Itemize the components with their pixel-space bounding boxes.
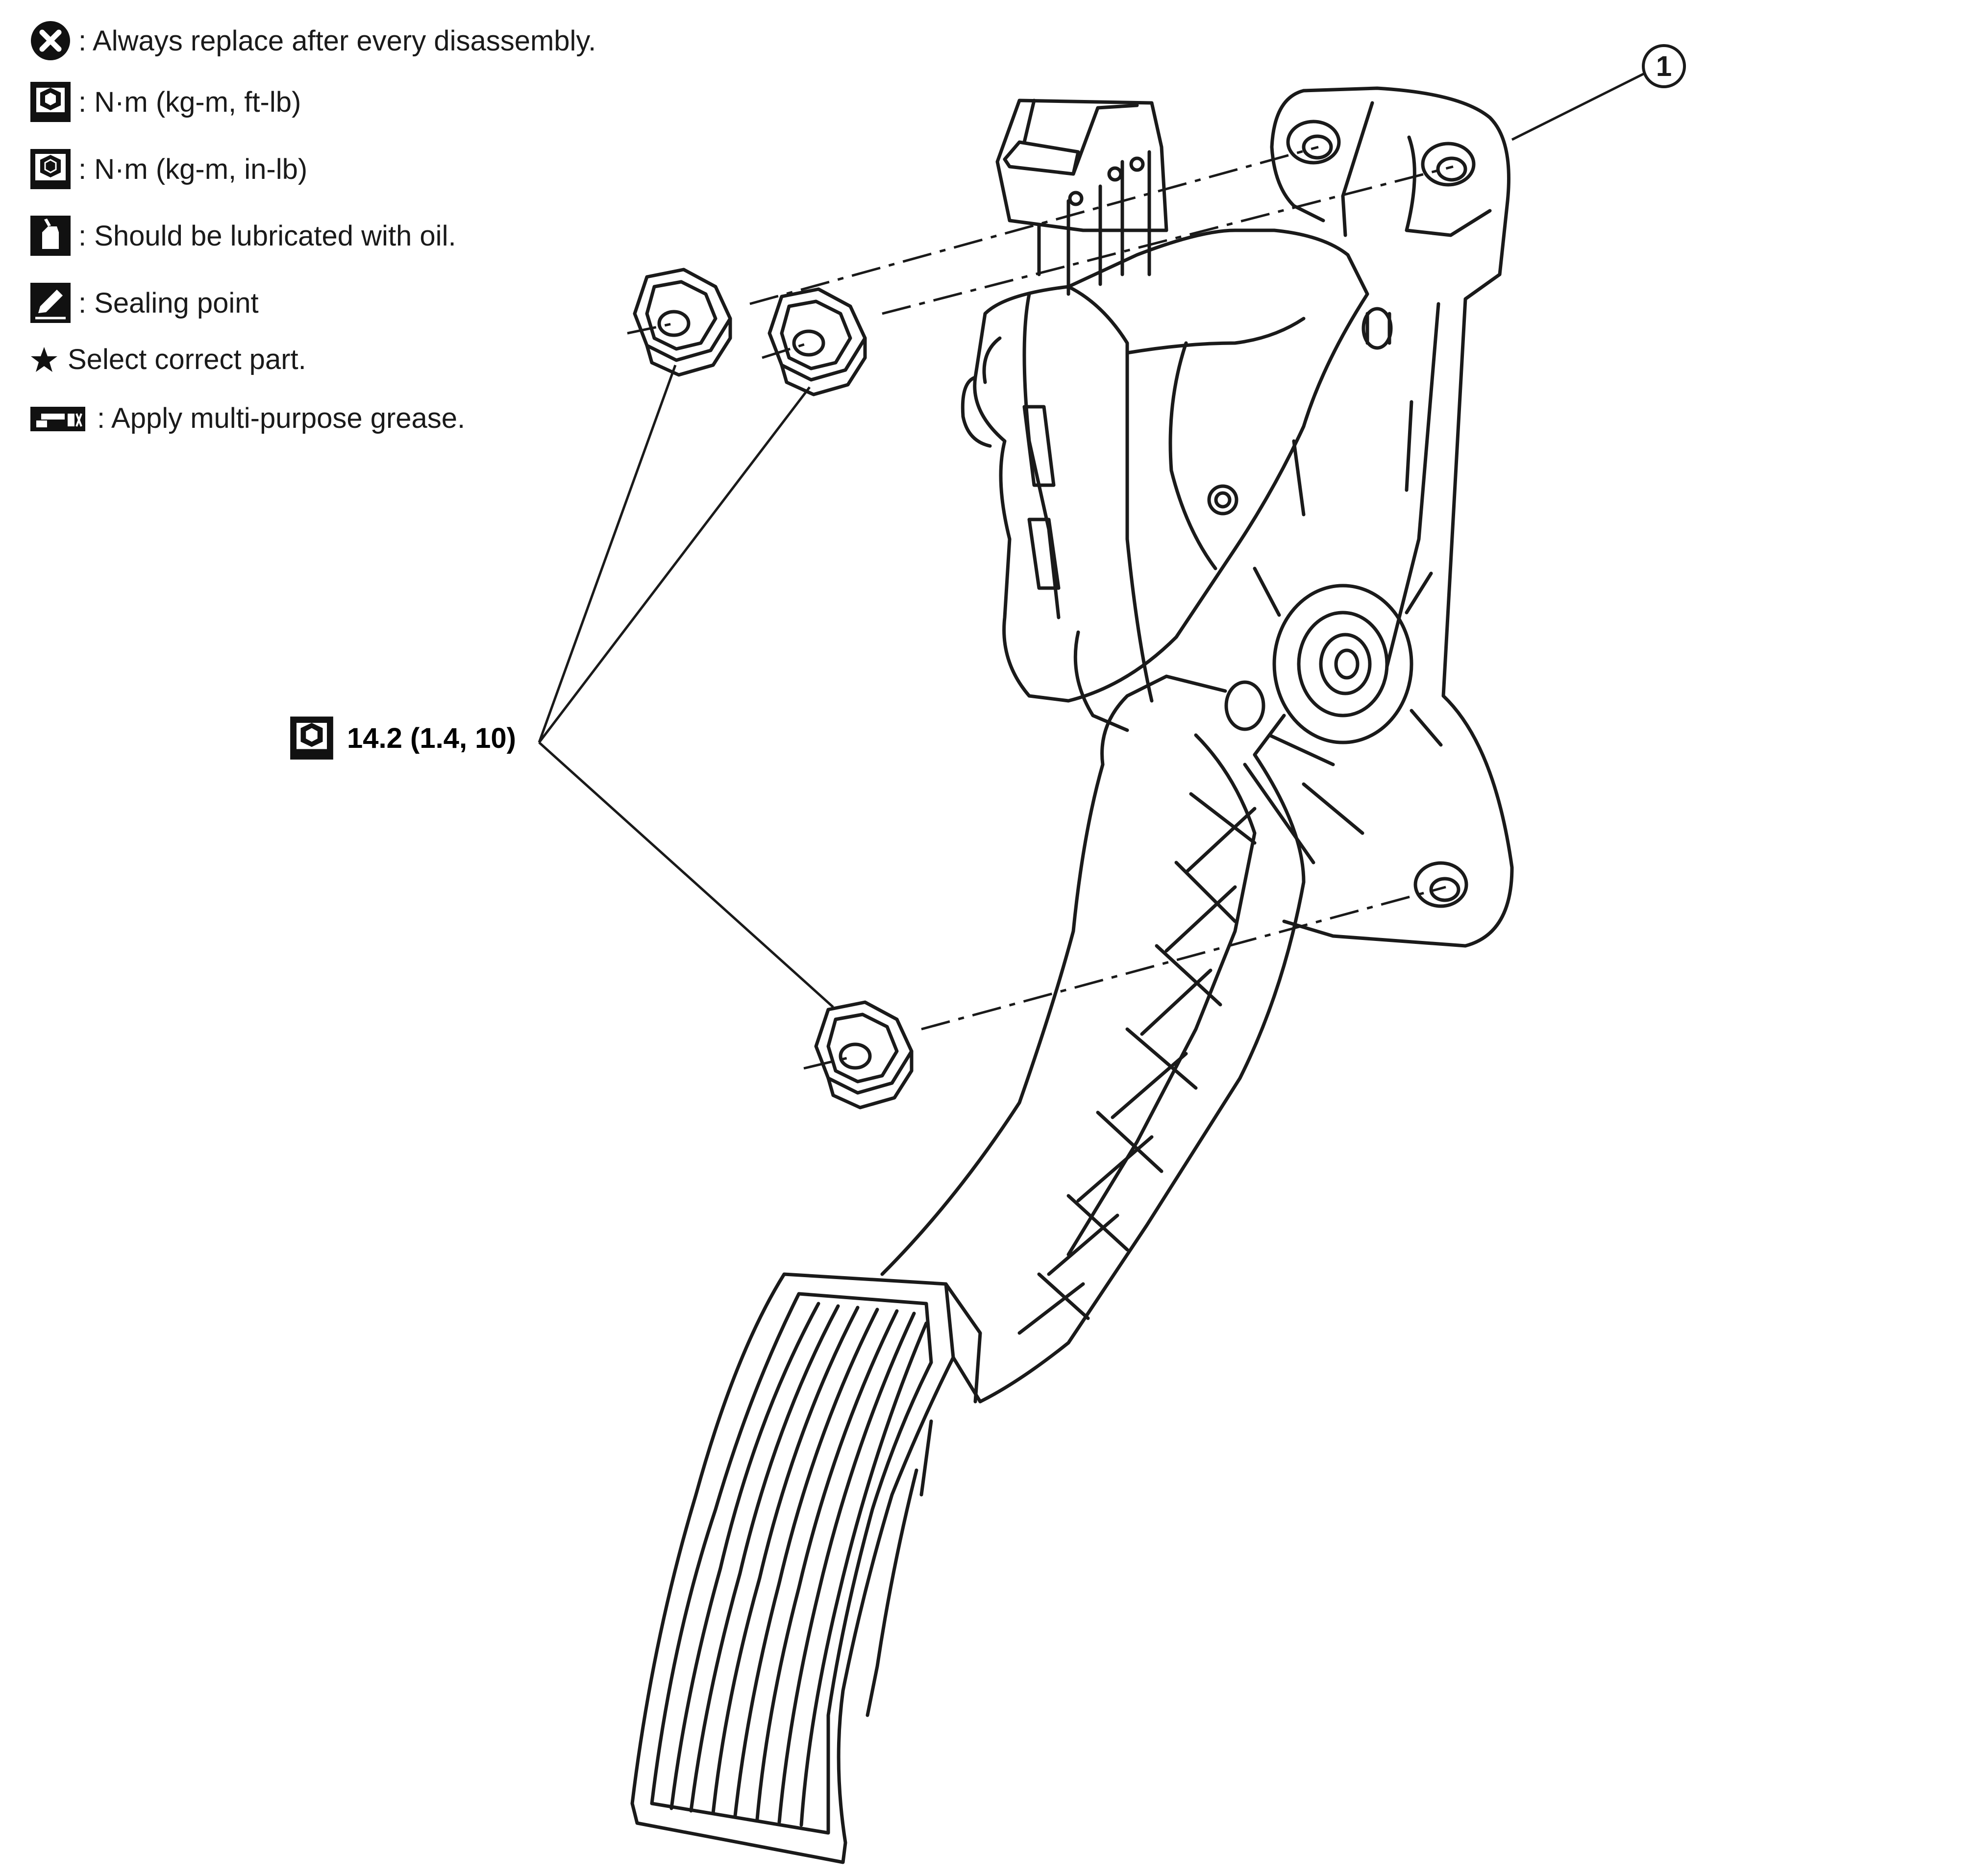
svg-text:1: 1 [1656,50,1672,82]
legend-grease: : Apply multi-purpose grease. [29,402,465,435]
sensor-small-stud [1207,484,1238,516]
oil-can-icon [29,215,72,257]
mounting-nut-3 [814,1000,914,1110]
legend-torque-inlb-text: : N·m (kg-m, in-lb) [78,153,308,185]
legend-sealing-point: : Sealing point [29,282,259,324]
pedal-lever-arm [880,753,1306,1404]
lever-lattice-ribs [1017,733,1364,1335]
legend-torque-ftlb: : N·m (kg-m, ft-lb) [29,81,301,123]
bracket-hole-top-right [1421,142,1476,187]
star-icon [29,345,59,374]
legend-lubricate-oil: : Should be lubricated with oil. [29,215,456,257]
bracket-hole-top-left [1286,120,1341,165]
sealing-point-icon [29,282,72,324]
bracket-side-rib [1292,302,1440,668]
torque-wrench-small-icon [29,148,72,190]
legend-sealing-point-text: : Sealing point [78,287,259,319]
sensor-housing [973,228,1369,703]
bracket-inner-rib [1341,101,1492,237]
mounting-nut-1 [633,268,732,377]
legend-torque-ftlb-text: : N·m (kg-m, ft-lb) [78,86,301,118]
grease-gun-icon [29,404,86,433]
torque-spec-value: 14.2 (1.4, 10) [347,722,516,754]
legend-select-part-text: Select correct part. [68,344,306,375]
part-callout-1: 1 [1511,44,1686,141]
legend-select-part: Select correct part. [29,343,306,376]
torque-wrench-icon [289,716,334,761]
bracket-hole-lower [1413,861,1468,908]
legend-torque-inlb: : N·m (kg-m, in-lb) [29,148,307,190]
pedal-pad [630,1272,955,1864]
always-replace-icon [29,20,72,62]
fastener-center-lines [627,146,1454,1070]
mounting-nut-2 [767,287,867,396]
torque-spec-label: 14.2 (1.4, 10) [289,716,516,761]
pivot-pin [1224,680,1265,731]
pedal-bracket [1282,86,1514,948]
torque-leader-lines [538,365,834,1008]
bracket-upper-edge [1270,89,1325,222]
legend-always-replace: : Always replace after every disassembly… [29,20,596,62]
pedal-pad-grip-ridges [669,1302,928,1827]
legend-grease-text: : Apply multi-purpose grease. [97,402,466,434]
legend-always-replace-text: : Always replace after every disassembly… [78,25,596,57]
legend-lubricate-oil-text: : Should be lubricated with oil. [78,220,456,252]
torque-wrench-icon [29,81,72,123]
pedal-pivot-hub [1272,584,1413,744]
